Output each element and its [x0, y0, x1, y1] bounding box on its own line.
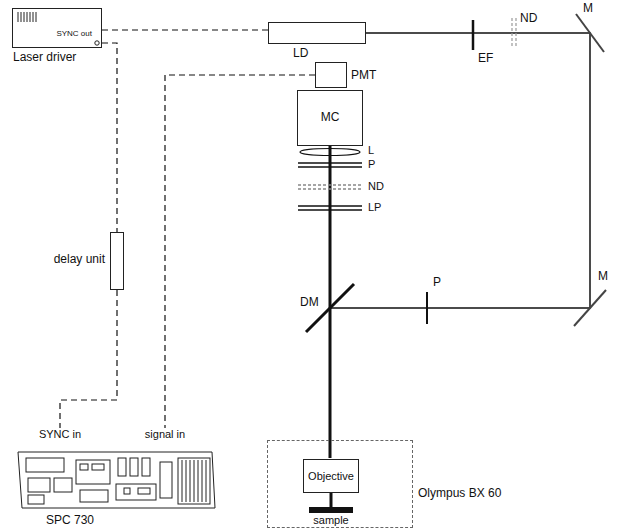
lens [300, 149, 360, 156]
port-label: SYNC out [56, 29, 92, 38]
mirror [576, 14, 604, 52]
device-label: PMT [351, 69, 376, 83]
filter-label: ND [368, 180, 384, 193]
delay-unit-box: delay unit [110, 232, 124, 290]
input-label: SYNC in [39, 428, 81, 441]
sync-cable [60, 290, 117, 428]
long-pass-filter [298, 206, 362, 210]
laser-diode-box: LD [268, 22, 366, 44]
filter-label: P [433, 276, 441, 290]
device-label: LD [293, 47, 308, 61]
mirror [574, 290, 606, 326]
filter-label: P [368, 158, 375, 171]
filter-label: EF [478, 52, 493, 66]
monochromator-box: MC [297, 90, 363, 146]
nd-filter [298, 185, 362, 189]
mirror-label: DM [300, 296, 319, 310]
input-label: signal in [145, 428, 185, 441]
laser-driver-box: SYNC outLaser driver [12, 8, 102, 48]
light-path [330, 493, 333, 507]
sync-cable [102, 43, 117, 232]
tcspc-card-node: SYNC in signal in SPC 730 [15, 428, 218, 528]
objective-box: Objective [303, 459, 359, 493]
microscope-region: Olympus BX 60Objectivesample [267, 440, 413, 528]
device-label: MC [321, 111, 340, 125]
sync-port [95, 41, 99, 45]
part-label: Objective [308, 470, 354, 483]
sample-slide: sample [309, 507, 353, 513]
microscope-label: Olympus BX 60 [418, 487, 501, 501]
excitation-beam [330, 33, 590, 308]
emission-beam [329, 146, 332, 458]
device-label: delay unit [54, 253, 105, 267]
mirror-label: M [598, 270, 608, 284]
polarizer [426, 292, 428, 324]
device-label: Laser driver [13, 51, 76, 65]
filter-label: ND [520, 12, 537, 26]
lens-label: L [368, 144, 374, 157]
device-label: SPC 730 [46, 514, 94, 528]
driver-grille [18, 12, 36, 22]
sync-cable [102, 29, 268, 30]
part-label: sample [313, 514, 348, 527]
mirror-label: M [583, 2, 593, 16]
excitation-filter [472, 20, 475, 50]
pmt-box: PMT [315, 62, 347, 88]
nd-filter [512, 18, 516, 48]
filter-label: LP [368, 201, 381, 214]
polarizer [298, 163, 362, 167]
tcspc-card [18, 452, 215, 508]
signal-cable [165, 75, 315, 428]
